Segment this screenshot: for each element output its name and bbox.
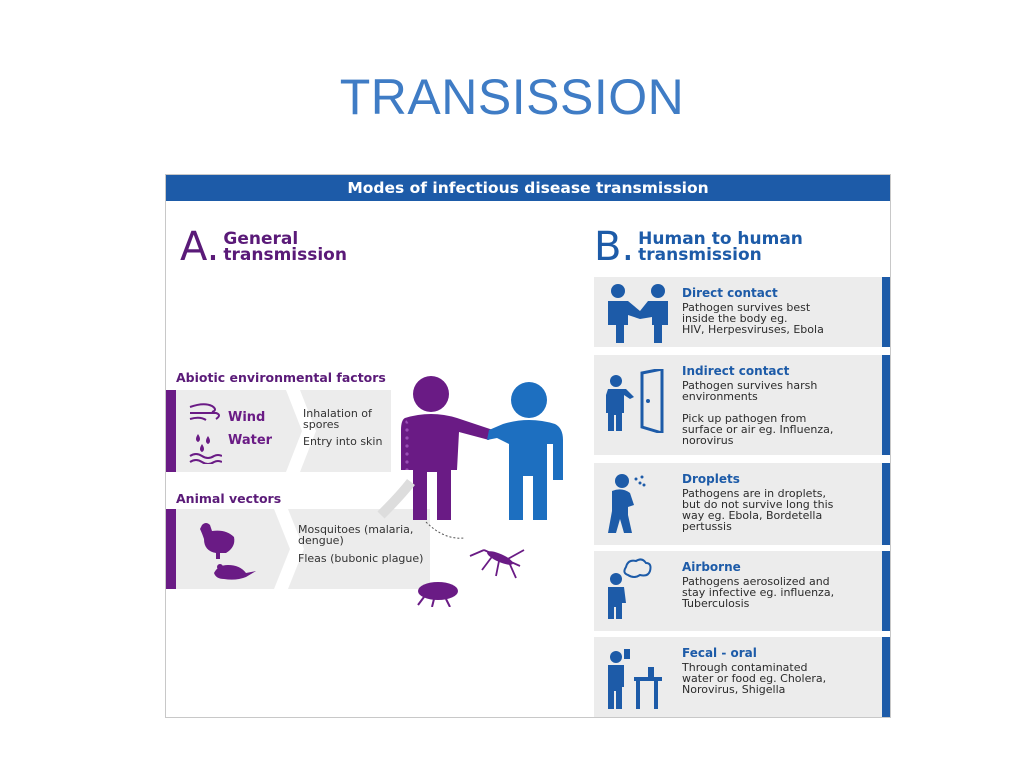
section-b-title: Human to human transmission [638,229,803,265]
card-droplets: Droplets Pathogens are in droplets, but … [594,463,890,545]
water-desc: Entry into skin [303,435,383,448]
figure-banner: Modes of infectious disease transmission [166,175,890,201]
transmission-infographic: Modes of infectious disease transmission… [165,174,891,718]
card-title: Indirect contact [682,364,790,378]
sneeze-icon [608,474,646,533]
section-a-header: A. General transmission [180,227,347,267]
people-shaking-hands [377,376,563,520]
door-icon [606,369,664,433]
section-a-title: General transmission [223,229,347,265]
wind-icon [189,403,220,421]
card-desc: Pathogen survives harsh environments Pic… [682,379,834,447]
section-a-line2: transmission [223,245,347,265]
card-desc: Pathogens aerosolized and stay infective… [682,575,835,610]
slide-title: TRANSISSION [339,69,685,125]
animal-vectors-label: Animal vectors [176,491,282,506]
flea-icon [417,582,458,607]
chicken-icon [200,523,235,559]
section-b-header: B. Human to human transmission [594,227,803,267]
abiotic-label: Abiotic environmental factors [176,370,386,385]
card-title: Airborne [682,560,741,574]
abiotic-panel: Wind Water Inhalation of spores Entry in… [166,390,391,472]
mosquito-icon [425,521,525,579]
card-desc: Pathogen survives best inside the body e… [682,301,824,336]
wind-desc: Inhalation of spores [303,407,372,431]
card-indirect-contact: Indirect contact Pathogen survives harsh… [594,355,890,455]
chevron-divider [274,509,304,589]
drinking-icon [608,649,662,709]
animal-panel: Mosquitoes (malaria, dengue) Fleas (bubo… [166,509,430,589]
cloud-cough-icon [608,558,652,619]
wind-label: Wind [228,410,266,425]
section-a-line1: General [223,229,299,249]
handshake-icon [608,284,668,343]
section-b-line1: Human to human [638,229,803,249]
card-title: Fecal - oral [682,646,757,660]
water-label: Water [228,433,273,448]
card-airborne: Airborne Pathogens aerosolized and stay … [594,551,890,631]
section-b-line2: transmission [638,245,762,265]
card-title: Droplets [682,472,740,486]
fleas-desc: Fleas (bubonic plague) [298,552,424,565]
card-fecal-oral: Fecal - oral Through contaminated water … [594,637,890,717]
card-direct-contact: Direct contact Pathogen survives best in… [594,277,890,347]
rat-icon [214,564,256,580]
card-desc: Pathogens are in droplets, but do not su… [682,487,834,533]
chevron-divider [286,390,316,472]
card-desc: Through contaminated water or food eg. C… [682,661,827,696]
section-a-letter: A. [180,224,220,270]
mosquito-desc: Mosquitoes (malaria, dengue) [298,523,414,547]
section-b-letter: B. [594,224,635,270]
water-icon [189,434,222,464]
card-title: Direct contact [682,286,778,300]
